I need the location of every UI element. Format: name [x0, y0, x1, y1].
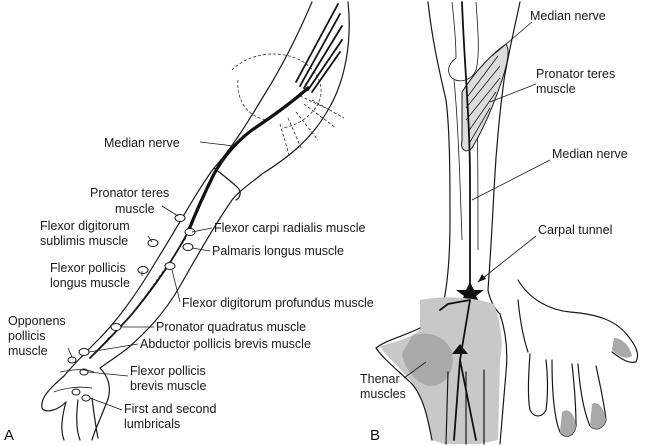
- leader-abductor-pollicis-brevis: [88, 343, 139, 353]
- plexus-dashed-branches: [279, 95, 345, 159]
- leader-flexor-pollicis-brevis: [87, 371, 129, 377]
- label-flexor-digitorum-profundus: Flexor digitorum profundus muscle: [182, 296, 374, 310]
- dorsal-finger-tip-shade-3: [612, 338, 632, 358]
- label-flexor-pollicis-longus-line2: longus muscle: [50, 276, 130, 290]
- flexor-digitorum-sublimis-marker: [147, 239, 159, 247]
- leader-pronator-teres-a: [161, 205, 179, 217]
- nerve-branch-marker: [452, 344, 468, 354]
- label-median-nerve-b-top: Median nerve: [530, 9, 606, 23]
- label-thenar-line2: muscles: [360, 387, 406, 401]
- arm-outline-inner: [99, 1, 350, 369]
- label-median-nerve-a: Median nerve: [104, 136, 180, 150]
- leader-lines: [67, 21, 551, 411]
- dorsal-hand-outline: [517, 279, 639, 437]
- leader-median-nerve-a: [199, 141, 235, 147]
- pronator-quadratus-marker: [110, 323, 122, 331]
- label-thenar-line1: Thenar: [360, 372, 400, 386]
- flexor-carpi-radialis-marker: [184, 228, 196, 236]
- leader-pronator-teres-b: [489, 83, 537, 103]
- leader-carpal-tunnel: [477, 235, 537, 283]
- leader-median-nerve-b-mid: [471, 159, 551, 201]
- label-pronator-teres-a-line2: muscle: [115, 202, 155, 216]
- elbow-outline: [213, 167, 241, 201]
- leader-flexor-carpi-radialis: [191, 227, 213, 233]
- label-abductor-pollicis-brevis: Abductor pollicis brevis muscle: [140, 337, 311, 351]
- thenar-dark-shade: [402, 333, 453, 386]
- arm-outline-outer: [63, 1, 313, 377]
- label-flexor-digitorum-sublimis-line1: Flexor digitorum: [40, 219, 130, 233]
- label-lumbricals-line1: First and second: [124, 402, 216, 416]
- panel-a-arm-drawing: [41, 1, 350, 441]
- label-pronator-teres-b-line2: muscle: [536, 82, 576, 96]
- dorsal-finger-tip-shade-1: [560, 410, 576, 437]
- opponens-pollicis-marker: [67, 356, 77, 364]
- leader-palmaris-longus: [191, 247, 211, 252]
- humerus-bone: [448, 1, 479, 82]
- label-pronator-quadratus: Pronator quadratus muscle: [156, 320, 306, 334]
- flexor-pollicis-longus-marker: [137, 266, 149, 274]
- flexor-digitorum-profundus-marker: [164, 262, 176, 270]
- hand-outline-a: [41, 367, 110, 441]
- leader-opponens-pollicis: [67, 347, 73, 358]
- label-flexor-pollicis-brevis-line2: brevis muscle: [130, 379, 206, 393]
- leader-lumbricals: [89, 397, 123, 411]
- leader-thenar-muscles: [403, 361, 427, 379]
- lumbrical-1-marker: [71, 388, 81, 396]
- hand-outline-b: [375, 313, 508, 445]
- pronator-teres-fibers: [465, 55, 501, 143]
- label-lumbricals-line2: lumbricals: [124, 417, 180, 431]
- carpal-tunnel-arrowhead: [478, 274, 486, 282]
- leader-flexor-digitorum-profundus: [171, 269, 181, 303]
- label-flexor-digitorum-sublimis-line2: sublimis muscle: [40, 234, 128, 248]
- brachial-plexus: [295, 3, 343, 93]
- panel-a-labels: Median nerve Pronator teres muscle Flexo…: [4, 136, 374, 444]
- anterior-interosseous-nerve: [105, 237, 187, 341]
- label-opponens-pollicis-line3: muscle: [8, 344, 48, 358]
- label-median-nerve-b-mid: Median nerve: [552, 147, 628, 161]
- dorsal-finger-tip-shade-2: [590, 402, 606, 429]
- panel-b-arm-drawing: [375, 1, 639, 445]
- leader-median-nerve-b-top: [491, 21, 533, 57]
- label-opponens-pollicis-line2: pollicis: [8, 329, 46, 343]
- leader-flexor-digitorum-sublimis: [147, 235, 153, 243]
- median-nerve-trunk-a: [186, 86, 310, 234]
- label-flexor-carpi-radialis: Flexor carpi radialis muscle: [214, 221, 365, 235]
- label-opponens-pollicis-line1: Opponens: [8, 314, 66, 328]
- hand-palm-creases-a: [53, 369, 95, 393]
- panel-a-letter: A: [4, 427, 14, 444]
- label-palmaris-longus: Palmaris longus muscle: [212, 244, 344, 258]
- label-flexor-pollicis-longus-line1: Flexor pollicis: [50, 261, 126, 275]
- label-flexor-pollicis-brevis-line1: Flexor pollicis: [130, 364, 206, 378]
- label-carpal-tunnel: Carpal tunnel: [538, 223, 612, 237]
- lumbrical-2-marker: [81, 394, 91, 402]
- forearm-outline-left: [419, 1, 451, 329]
- axilla-dashed-structure: [231, 53, 322, 129]
- abductor-pollicis-brevis-marker: [78, 348, 90, 356]
- palmaris-longus-marker: [182, 243, 194, 251]
- panel-b-letter: B: [370, 427, 380, 444]
- label-pronator-teres-a-line1: Pronator teres: [90, 186, 169, 200]
- pronator-teres-marker: [174, 214, 186, 222]
- panel-b-labels: Median nerve Pronator teres muscle Media…: [360, 9, 628, 444]
- label-pronator-teres-b-line1: Pronator teres: [536, 67, 615, 81]
- median-digital-branches: [439, 299, 477, 441]
